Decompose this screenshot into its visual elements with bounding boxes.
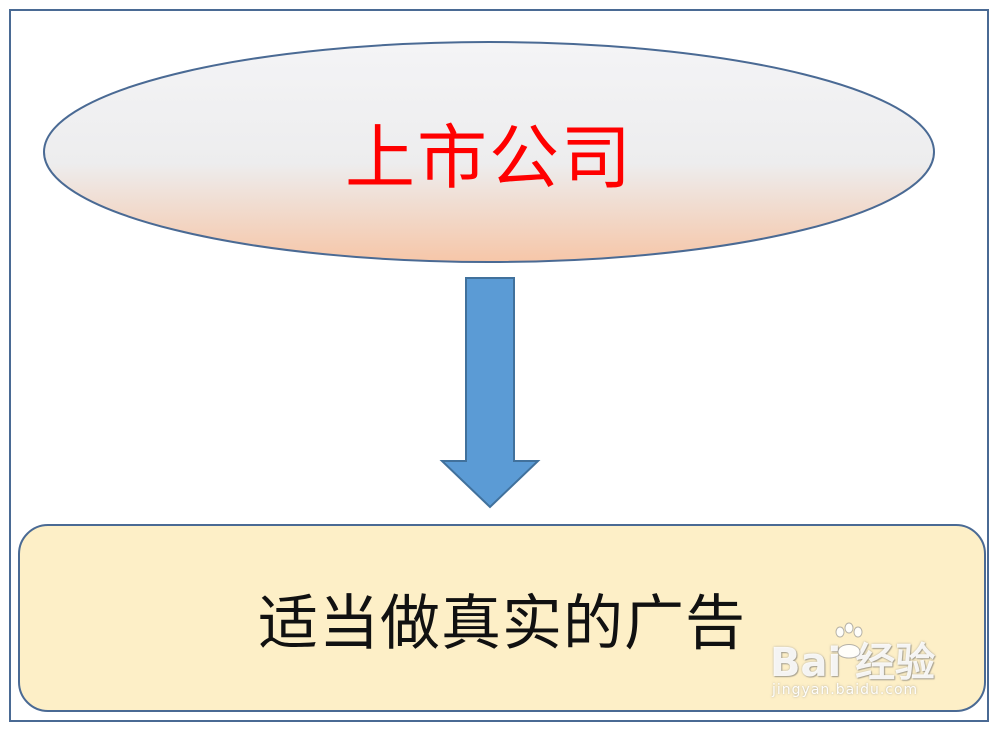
baidu-watermark: Bai 经验 jingyan.baidu.com — [770, 622, 970, 717]
top-node-label: 上市公司 — [345, 116, 633, 199]
down-arrow — [439, 277, 541, 509]
bottom-node-label: 适当做真实的广告 — [258, 588, 746, 659]
paw-icon — [835, 622, 863, 659]
watermark-url: jingyan.baidu.com — [772, 682, 919, 698]
bottom-node-box: 适当做真实的广告 — [18, 524, 986, 712]
top-node-ellipse — [43, 41, 935, 263]
